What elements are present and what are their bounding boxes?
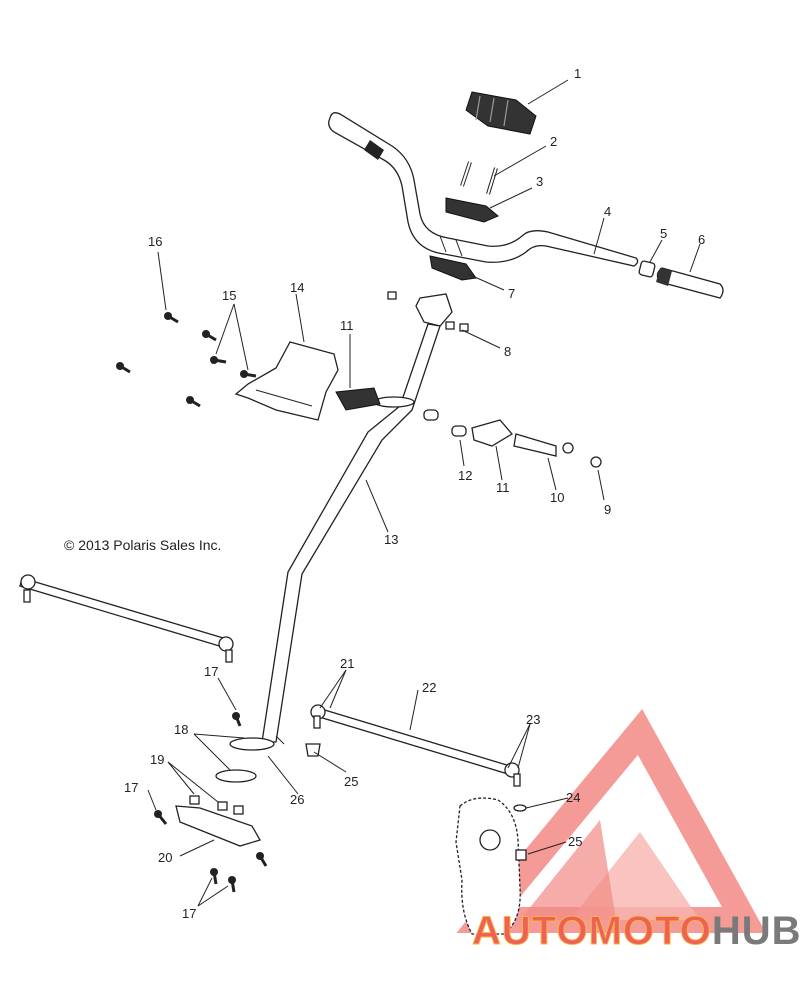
callout-19: 19	[150, 752, 164, 767]
knuckle-washer	[513, 804, 527, 812]
callout-8: 8	[504, 344, 511, 359]
pitman-washers	[215, 735, 285, 783]
watermark-text-hub: HUB	[712, 909, 800, 953]
callout-6: 6	[698, 232, 705, 247]
upper-clamp	[445, 197, 499, 223]
mounting-bracket	[234, 341, 339, 421]
callout-13: 13	[384, 532, 398, 547]
callout-1: 1	[574, 66, 581, 81]
bushing	[423, 409, 467, 437]
callout-11-upper: 11	[340, 318, 354, 333]
callout-15: 15	[222, 288, 236, 303]
watermark-logo	[456, 709, 767, 933]
callout-20: 20	[158, 850, 172, 865]
callout-22: 22	[422, 680, 436, 695]
watermark-text-primary: AUTOMOTO	[472, 909, 712, 953]
callout-14: 14	[290, 280, 304, 295]
callout-5: 5	[660, 226, 667, 241]
callout-labels: 1 2 3 4 5 6 7 8 9 10 11 11 12 13 14 15 1…	[124, 66, 705, 921]
handlebar	[328, 112, 639, 267]
tie-rod-left	[19, 574, 234, 663]
callout-18: 18	[174, 722, 188, 737]
callout-4: 4	[604, 204, 611, 219]
callout-23: 23	[526, 712, 540, 727]
callout-3: 3	[536, 174, 543, 189]
lock-nut	[562, 442, 602, 468]
callout-12: 12	[458, 468, 472, 483]
tie-rod-right	[310, 704, 521, 787]
small-nuts-lower	[189, 743, 321, 815]
callout-16: 16	[148, 234, 162, 249]
knuckle-nut	[515, 849, 527, 861]
callout-26: 26	[290, 792, 304, 807]
clamp-bolts	[460, 161, 498, 195]
callout-11-lower: 11	[496, 480, 510, 495]
bracket-bolts	[116, 312, 257, 408]
grip-end-cap	[638, 260, 656, 278]
spindle-knuckle	[455, 797, 521, 935]
lower-bolts	[154, 712, 268, 893]
callout-7: 7	[508, 286, 515, 301]
bearing-block-left	[335, 387, 381, 411]
copyright-notice: © 2013 Polaris Sales Inc.	[64, 537, 221, 553]
callout-10: 10	[550, 490, 564, 505]
callout-17-bottom: 17	[182, 906, 196, 921]
callout-25-lower: 25	[568, 834, 582, 849]
leader-lines	[147, 79, 701, 907]
bearing-block-right	[471, 419, 513, 447]
steering-arm	[175, 805, 261, 847]
callout-2: 2	[550, 134, 557, 149]
handlebar-pad	[465, 91, 537, 135]
callout-25-upper: 25	[344, 774, 358, 789]
callout-9: 9	[604, 502, 611, 517]
callout-21: 21	[340, 656, 354, 671]
retaining-strap	[513, 433, 557, 457]
watermark-text: AUTOMOTOHUB	[472, 909, 800, 953]
callout-17-left: 17	[124, 780, 138, 795]
callout-24: 24	[566, 790, 580, 805]
hand-grip	[656, 267, 724, 299]
lower-clamp	[429, 255, 477, 281]
callout-17-upper: 17	[204, 664, 218, 679]
